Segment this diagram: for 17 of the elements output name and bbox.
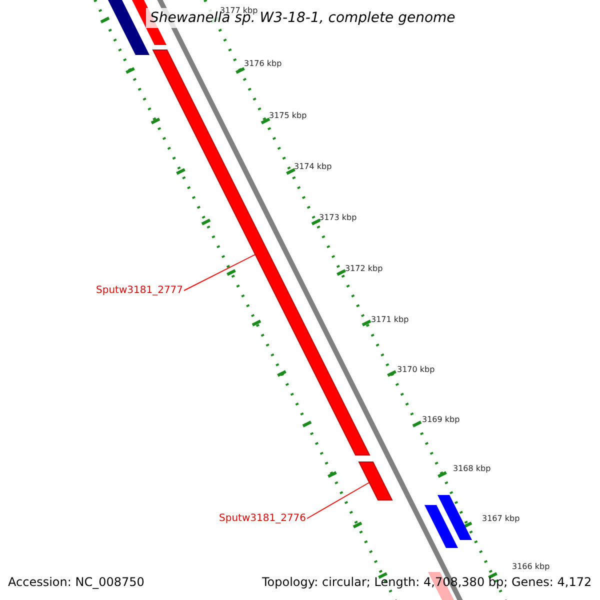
- tick-label: 3176 kbp: [244, 59, 282, 68]
- tick-label: 3167 kbp: [482, 514, 520, 523]
- tick-label: 3172 kbp: [345, 264, 383, 273]
- leader-line: [184, 254, 256, 291]
- gene-label: Sputw3181_2777: [96, 285, 184, 296]
- leader-line: [306, 482, 370, 519]
- genome-info-text: Topology: circular; Length: 4,708,380 bp; Genes: 4,172: [262, 575, 592, 589]
- tick-label: 3173 kbp: [319, 213, 357, 222]
- gene-label: Sputw3181_2776: [219, 513, 306, 524]
- tick-label: 3175 kbp: [269, 111, 307, 120]
- tick-label: 3170 kbp: [397, 365, 435, 374]
- tick-label: 3168 kbp: [453, 464, 491, 473]
- gene-arrow: [358, 462, 393, 500]
- tick-label: 3174 kbp: [294, 162, 332, 171]
- tick-label: 3166 kbp: [512, 562, 550, 571]
- accession-text: Accession: NC_008750: [8, 575, 144, 589]
- tick-label: 3169 kbp: [422, 415, 460, 424]
